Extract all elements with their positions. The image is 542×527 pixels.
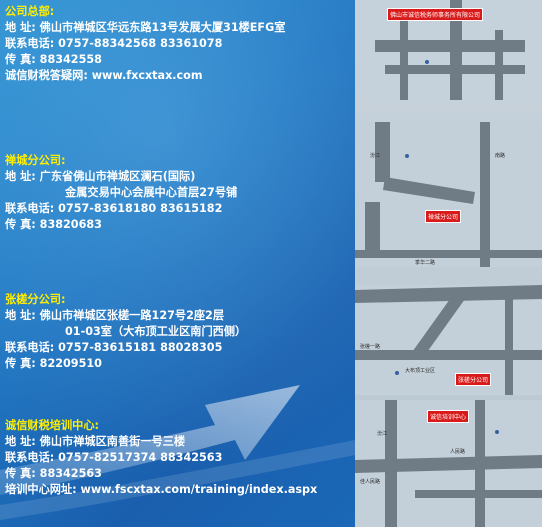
zhangcha-address-line1: 佛山市禅城区张槎一路127号2座2层 [39,309,225,322]
hq-address-label: 地 址: [5,21,36,34]
hq-site-link[interactable]: www.fxcxtax.com [91,69,203,82]
map-zhangcha: 张槎一路 大布顶工业区 张槎分公司 [355,285,542,395]
hq-section: 公司总部: 地 址: 佛山市禅城区华远东路13号发展大厦31楼EFG室 联系电话… [5,4,285,84]
training-section: 诚信财税培训中心: 地 址: 佛山市禅城区南善街一号三楼 联系电话: 0757-… [5,418,317,498]
hq-fax-label: 传 真: [5,53,36,66]
hq-address: 佛山市禅城区华远东路13号发展大厦31楼EFG室 [39,21,286,34]
map-zhangcha-sign: 张槎分公司 [455,373,492,386]
training-title: 诚信财税培训中心: [5,419,99,432]
training-address-label: 地 址: [5,435,36,448]
hq-fax: 88342558 [39,53,102,66]
training-fax: 88342563 [39,467,102,480]
map-hq-sign: 佛山市诚信税务师事务所有限公司 [387,8,484,21]
chancheng-address-line2: 金属交易中心会展中心首层27号铺 [65,186,238,199]
training-address: 佛山市禅城区南善街一号三楼 [39,435,186,448]
chancheng-phone: 0757-83618180 83615182 [58,202,223,215]
map-column: 佛山市诚信税务师事务所有限公司 汾江 南路 季华二路 禅城分公司 张槎一路 大布… [355,0,542,527]
hq-title: 公司总部: [5,5,55,18]
zhangcha-section: 张槎分公司: 地 址: 佛山市禅城区张槎一路127号2座2层 01-03室（大布… [5,292,246,372]
chancheng-fax-label: 传 真: [5,218,36,231]
hq-phone: 0757-88342568 83361078 [58,37,223,50]
map-hq: 佛山市诚信税务师事务所有限公司 [355,0,542,100]
map-zhangcha-marker-icon [395,371,399,375]
rising-arrow-graphic [0,385,300,495]
map-chancheng-marker-icon [405,154,409,158]
map-training-road1: 人民路 [450,449,466,455]
chancheng-section: 禅城分公司: 地 址: 广东省佛山市禅城区澜石(国际) 金属交易中心会展中心首层… [5,153,237,233]
zhangcha-address-label: 地 址: [5,309,36,322]
training-site-link[interactable]: www.fscxtax.com/training/index.aspx [80,483,318,496]
map-training: 诚信培训中心 人民路 汾江 佳人民路 [355,400,542,527]
hq-site-label: 诚信财税答疑网: [5,69,88,82]
chancheng-address-line1: 广东省佛山市禅城区澜石(国际) [39,170,196,183]
chancheng-phone-label: 联系电话: [5,202,55,215]
map-zhangcha-roads [355,285,542,395]
map-training-poi: 佳人民路 [360,479,381,485]
map-hq-marker-icon [425,60,429,64]
map-training-sign: 诚信培训中心 [427,410,470,423]
training-phone-label: 联系电话: [5,451,55,464]
chancheng-fax: 83820683 [39,218,102,231]
map-chancheng-road-right: 南路 [495,153,506,159]
training-phone: 0757-82517374 88342563 [58,451,223,464]
map-training-marker-icon [495,430,499,434]
zhangcha-title: 张槎分公司: [5,293,66,306]
map-chancheng-sign: 禅城分公司 [425,210,462,223]
zhangcha-fax-label: 传 真: [5,357,36,370]
map-chancheng-roads [355,122,542,267]
chancheng-address-label: 地 址: [5,170,36,183]
map-zhangcha-road: 张槎一路 [360,344,381,350]
zhangcha-phone: 0757-83615181 88028305 [58,341,223,354]
hq-phone-label: 联系电话: [5,37,55,50]
zhangcha-phone-label: 联系电话: [5,341,55,354]
map-chancheng: 汾江 南路 季华二路 禅城分公司 [355,122,542,267]
map-zhangcha-poi: 大布顶工业区 [405,368,436,374]
chancheng-title: 禅城分公司: [5,154,66,167]
zhangcha-fax: 82209510 [39,357,102,370]
training-site-label: 培训中心网址: [5,483,77,496]
training-fax-label: 传 真: [5,467,36,480]
map-training-road2: 汾江 [377,431,388,437]
map-chancheng-road-bottom: 季华二路 [415,260,436,266]
map-chancheng-road-left: 汾江 [370,153,381,159]
map-training-roads [355,400,542,527]
zhangcha-address-line2: 01-03室（大布顶工业区南门西侧） [65,325,247,338]
